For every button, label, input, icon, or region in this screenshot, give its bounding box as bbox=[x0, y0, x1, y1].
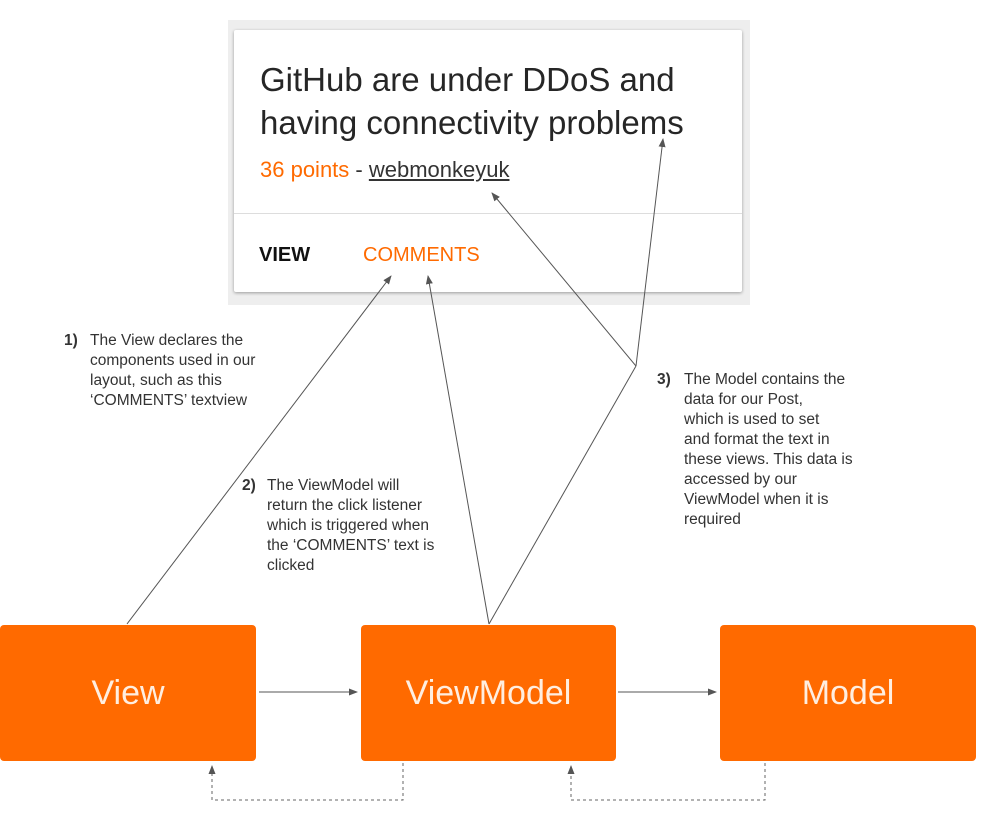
post-points: 36 points bbox=[260, 157, 350, 182]
view-box-label: View bbox=[91, 673, 165, 712]
viewmodel-box: ViewModel bbox=[361, 625, 616, 761]
note-1-number: 1) bbox=[64, 332, 78, 349]
post-meta: 36 points - webmonkeyuk bbox=[260, 157, 510, 183]
card-divider bbox=[234, 213, 742, 214]
post-title: GitHub are under DDoS and having connect… bbox=[260, 61, 684, 141]
note-1-text: The View declares the components used in… bbox=[90, 332, 256, 409]
note-2-number: 2) bbox=[242, 477, 256, 494]
note-3-number: 3) bbox=[657, 371, 671, 388]
model-box-label: Model bbox=[801, 673, 895, 712]
post-card: GitHub are under DDoS and having connect… bbox=[234, 30, 742, 292]
note-2-text: The ViewModel will return the click list… bbox=[267, 477, 435, 574]
viewmodel-to-junction-line bbox=[488, 365, 637, 625]
note-3-text: The Model contains the data for our Post… bbox=[684, 371, 853, 528]
view-box: View bbox=[0, 625, 256, 761]
view-action-button[interactable]: VIEW bbox=[259, 244, 311, 266]
model-box: Model bbox=[720, 625, 976, 761]
post-author-link[interactable]: webmonkeyuk bbox=[368, 157, 510, 182]
junction-to-title-arrow bbox=[635, 138, 666, 367]
meta-separator: - bbox=[349, 157, 369, 182]
viewmodel-to-view-feedback-arrow bbox=[208, 763, 404, 801]
model-to-viewmodel-feedback-arrow bbox=[567, 763, 766, 801]
viewmodel-box-label: ViewModel bbox=[405, 673, 572, 712]
view-to-comments-arrow bbox=[126, 275, 392, 625]
junction-to-author-arrow bbox=[491, 192, 637, 367]
viewmodel-to-comments-arrow bbox=[425, 275, 490, 625]
comments-action-button[interactable]: COMMENTS bbox=[363, 244, 480, 266]
